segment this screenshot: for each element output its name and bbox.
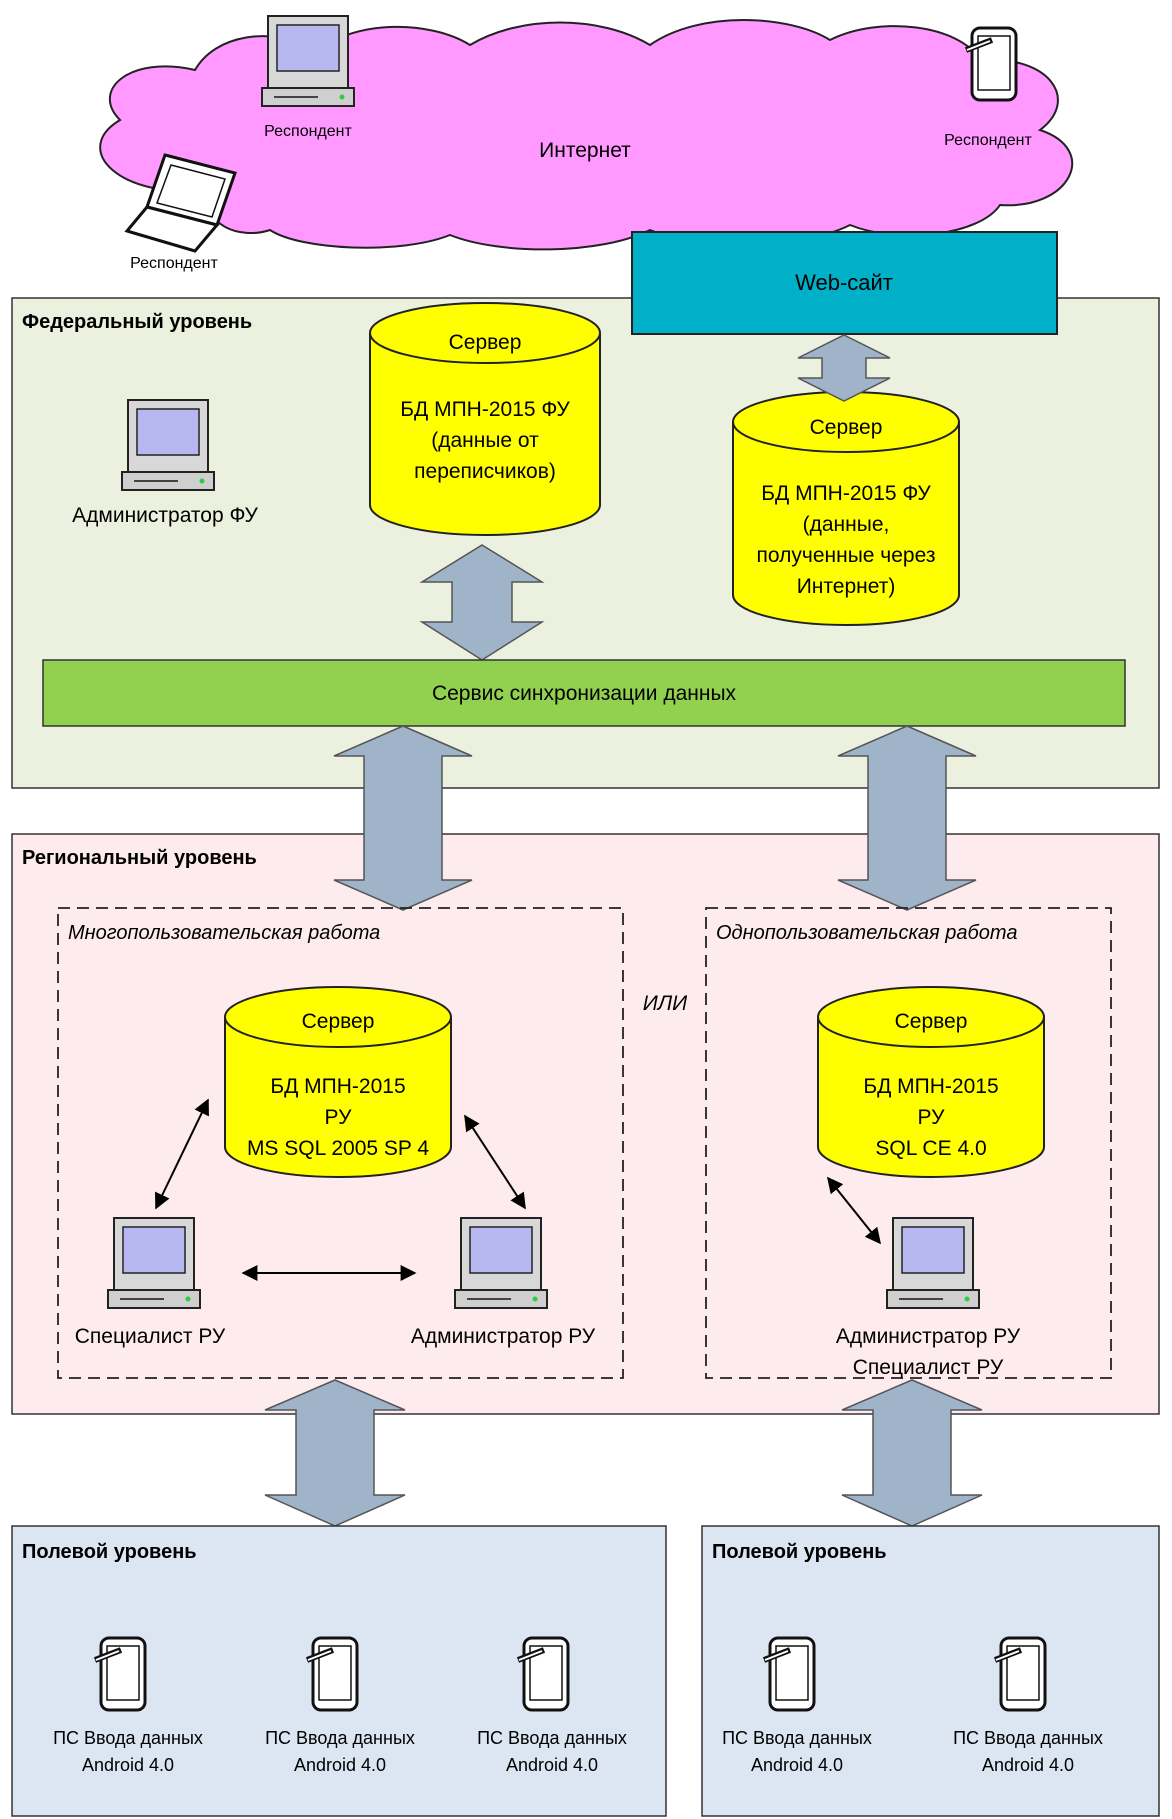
website-box: [631, 231, 1058, 335]
arrow-website-server2: [797, 334, 891, 402]
field-left-device1-line1: ПС Ввода данных: [53, 1728, 203, 1748]
server-ru-multi-line2: РУ: [325, 1106, 353, 1129]
server-ru-single-line3: SQL CE 4.0: [875, 1137, 986, 1160]
server-fu-internet-line4: Интернет): [797, 575, 896, 598]
federal-level-title: Федеральный уровень: [22, 311, 252, 333]
arrow-regional-field-right: [841, 1379, 983, 1527]
admin-fu-pc-icon: [121, 399, 215, 491]
server-fu-cylinder: [369, 302, 601, 536]
admin-ru-label: Администратор РУ: [411, 1325, 596, 1348]
field-right-device2-line1: ПС Ввода данных: [953, 1728, 1103, 1748]
internet-cloud: [99, 19, 1073, 251]
arrow-regional-field-left: [264, 1379, 406, 1527]
single-user-label2: Специалист РУ: [853, 1356, 1004, 1379]
respondent-tablet-icon: [966, 28, 1016, 100]
server-fu-internet-title: Сервер: [810, 416, 883, 439]
single-user-title: Однопользовательская работа: [716, 922, 1017, 944]
admin-fu-label: Администратор ФУ: [72, 504, 258, 527]
sync-service-label: Сервис синхронизации данных: [432, 682, 737, 705]
field-right-device1-line2: Android 4.0: [751, 1755, 843, 1775]
regional-level-title: Региональный уровень: [22, 847, 257, 869]
server-fu-line1: БД МПН-2015 ФУ: [400, 398, 570, 421]
server-fu-internet-cylinder: [732, 391, 960, 626]
link-single-server-pc: [827, 1176, 881, 1245]
server-fu-internet-line1: БД МПН-2015 ФУ: [761, 482, 931, 505]
server-ru-multi-title: Сервер: [302, 1010, 375, 1033]
server-fu-line2: (данные от: [431, 429, 539, 452]
multi-user-area: [57, 907, 624, 1379]
arrow-sync-single: [837, 725, 977, 911]
field-tablet-icon-4: [764, 1638, 814, 1710]
link-server-admin: [464, 1114, 526, 1210]
internet-label: Интернет: [539, 139, 631, 162]
server-ru-multi-line1: БД МПН-2015: [270, 1075, 405, 1098]
field-left-device3-line1: ПС Ввода данных: [477, 1728, 627, 1748]
server-ru-single-title: Сервер: [895, 1010, 968, 1033]
respondent-label-1: Респондент: [264, 123, 352, 140]
field-tablet-icon-3: [518, 1638, 568, 1710]
server-ru-single-line1: БД МПН-2015: [863, 1075, 998, 1098]
field-right-device1-line1: ПС Ввода данных: [722, 1728, 872, 1748]
server-fu-internet-line3: полученные через: [757, 544, 936, 567]
server-fu-internet-line2: (данные,: [803, 513, 890, 536]
field-tablet-icon-2: [307, 1638, 357, 1710]
link-server-specialist: [155, 1098, 209, 1210]
field-left-device1-line2: Android 4.0: [82, 1755, 174, 1775]
or-label: ИЛИ: [643, 992, 688, 1015]
respondent-label-3: Респондент: [130, 255, 218, 272]
specialist-ru-pc-icon: [107, 1217, 201, 1309]
field-left-device3-line2: Android 4.0: [506, 1755, 598, 1775]
respondent-desktop-icon: [261, 15, 355, 107]
field-left-device2-line2: Android 4.0: [294, 1755, 386, 1775]
server-ru-multi-line3: MS SQL 2005 SP 4: [247, 1137, 429, 1160]
respondent-label-2: Респондент: [944, 132, 1032, 149]
specialist-ru-label: Специалист РУ: [75, 1325, 226, 1348]
field-tablet-icon-5: [995, 1638, 1045, 1710]
server-ru-single-cylinder: [817, 986, 1045, 1178]
server-fu-line3: переписчиков): [414, 460, 556, 483]
sync-service-bar: [42, 659, 1126, 727]
field-left-device2-line1: ПС Ввода данных: [265, 1728, 415, 1748]
admin-ru-pc-icon: [454, 1217, 548, 1309]
admin-specialist-ru-pc-icon: [886, 1217, 980, 1309]
multi-user-title: Многопользовательская работа: [68, 922, 380, 944]
field-level-right-title: Полевой уровень: [712, 1541, 887, 1563]
field-right-device2-line2: Android 4.0: [982, 1755, 1074, 1775]
arrow-sync-multi: [333, 725, 473, 911]
single-user-label1: Администратор РУ: [836, 1325, 1021, 1348]
field-level-left-title: Полевой уровень: [22, 1541, 197, 1563]
server-ru-multi-cylinder: [224, 986, 452, 1178]
field-tablet-icon-1: [95, 1638, 145, 1710]
server-fu-title: Сервер: [449, 331, 522, 354]
server-ru-single-line2: РУ: [918, 1106, 946, 1129]
website-label: Web-сайт: [795, 270, 893, 295]
